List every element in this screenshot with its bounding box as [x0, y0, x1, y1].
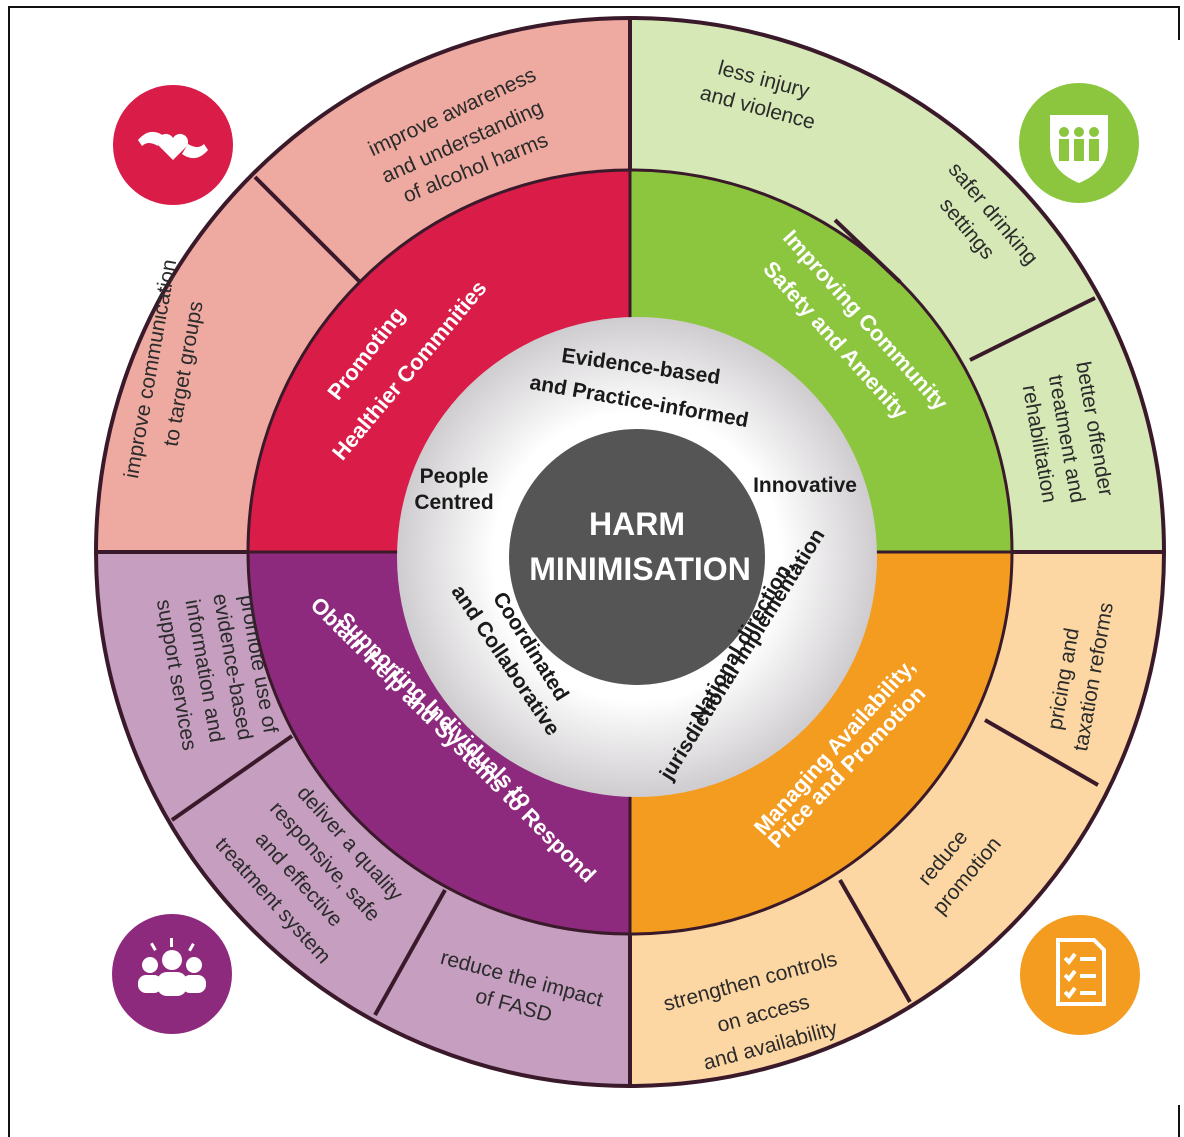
divider-purple-2 [373, 889, 447, 1016]
divider-orange-1 [984, 718, 1099, 787]
checklist-document-icon [1020, 915, 1140, 1035]
frame-top-border [10, 6, 1178, 8]
center-title-line1: HARM [589, 506, 685, 542]
principle-people-line1: People [420, 465, 489, 488]
divider-green-2 [969, 296, 1096, 362]
group-people-icon [112, 914, 232, 1034]
center-title-line2: MINIMISATION [529, 551, 751, 587]
divider-purple-1 [170, 734, 294, 822]
outer-dividers [170, 175, 1099, 1016]
divider-pink [253, 175, 362, 284]
hands-heart-icon [113, 85, 233, 205]
divider-orange-2 [838, 879, 912, 1003]
center-circle [509, 429, 765, 685]
principle-people-line2: Centred [414, 491, 493, 514]
people-shield-icon [1019, 83, 1139, 203]
frame-right-border [1178, 6, 1180, 40]
frame-left-border [8, 6, 10, 1137]
divider-green-1 [833, 218, 902, 284]
frame-right-border-lower [1178, 1105, 1180, 1137]
principle-innovative: Innovative [753, 474, 857, 497]
